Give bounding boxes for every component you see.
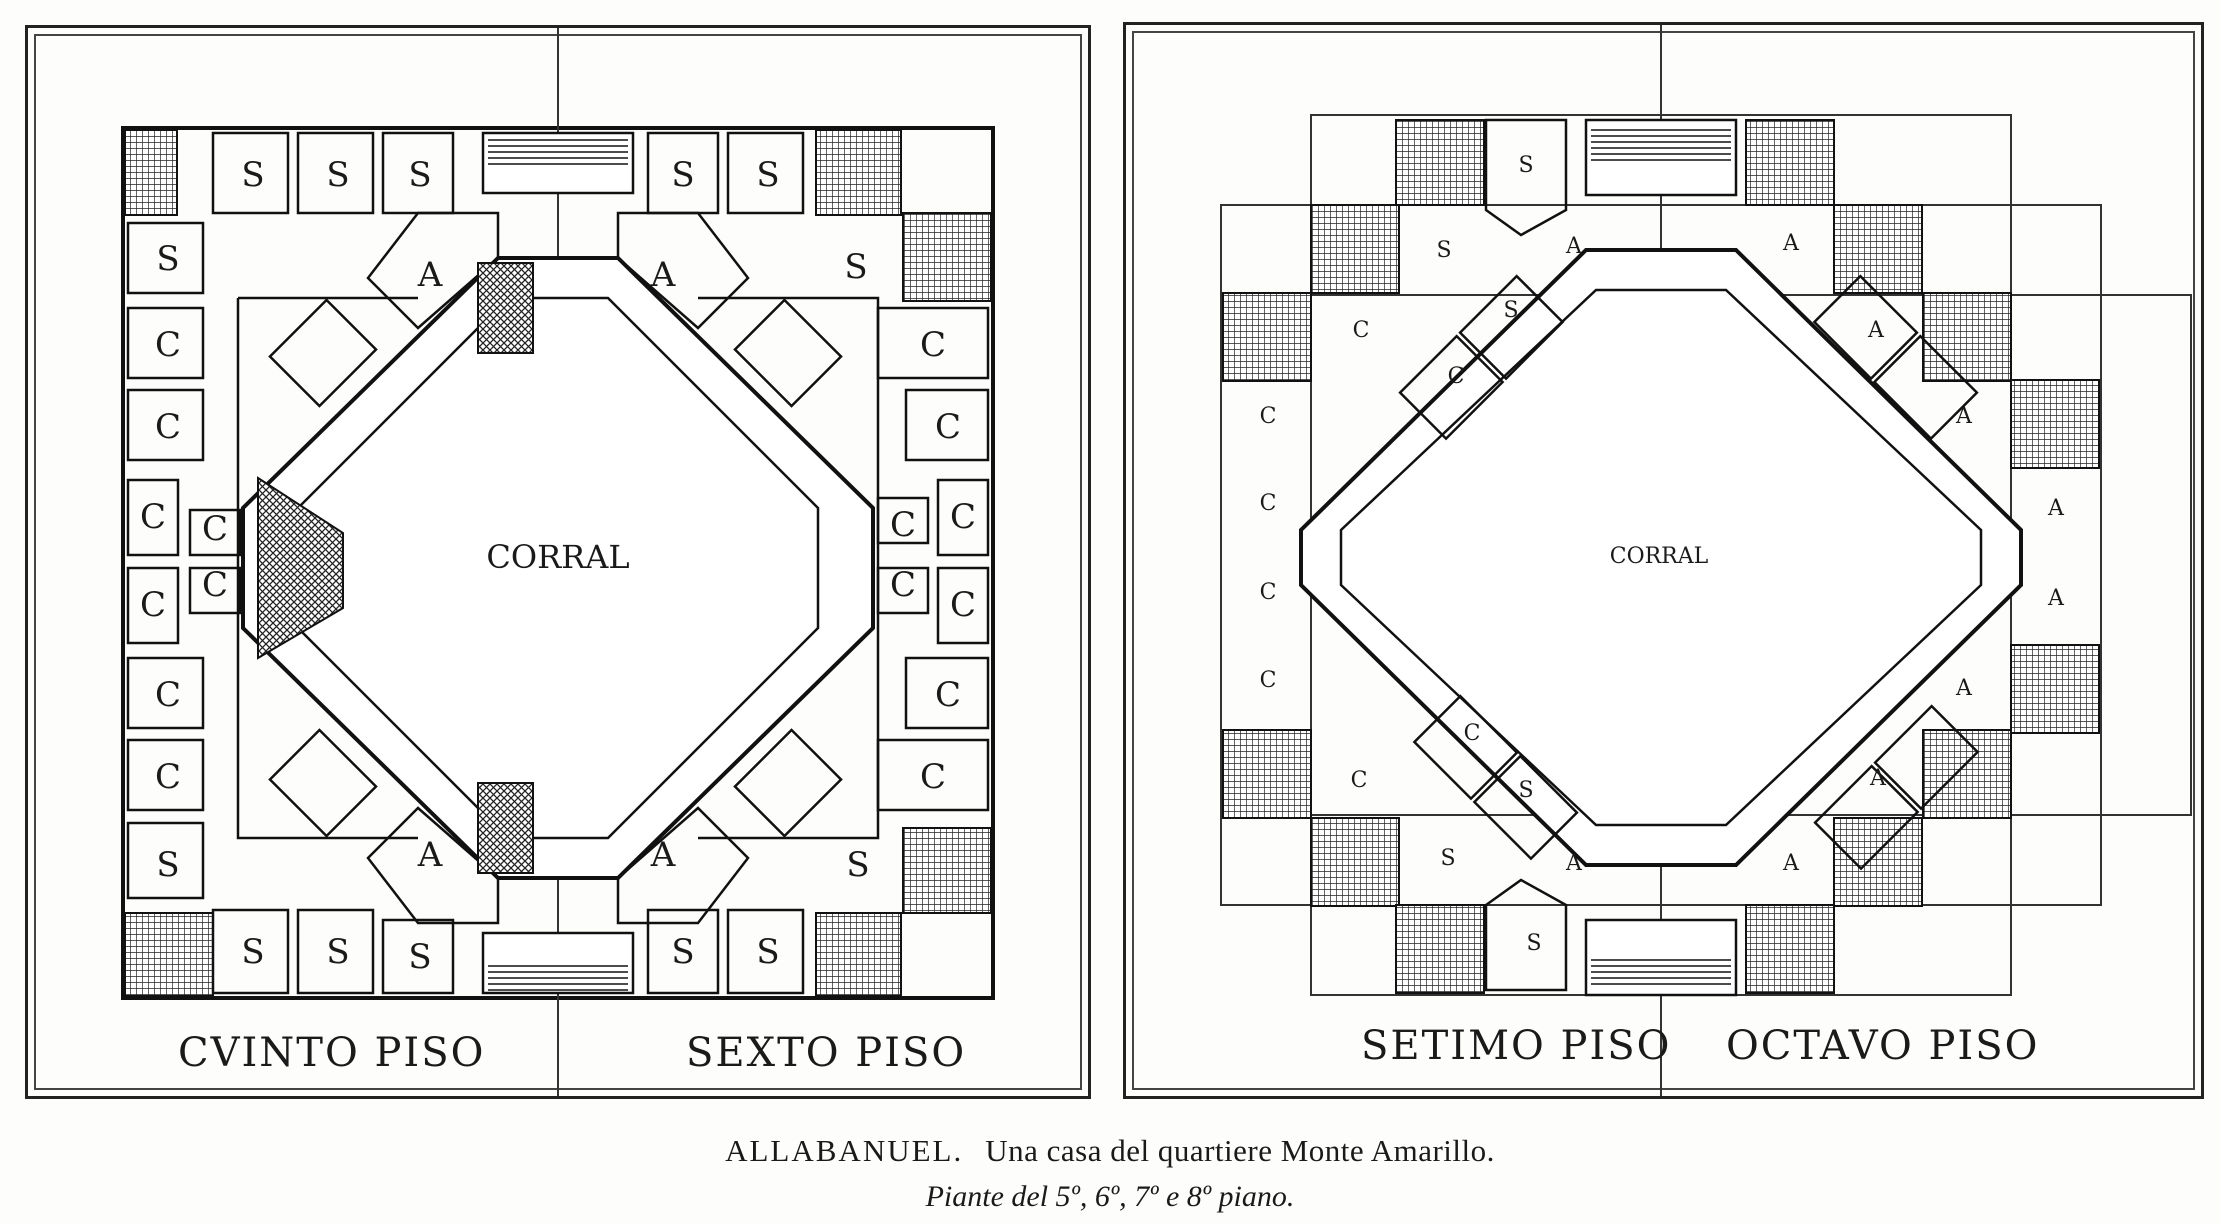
corral-label: CORRAL: [1610, 544, 1709, 569]
svg-text:S: S: [844, 247, 867, 287]
svg-text:S: S: [408, 937, 431, 977]
svg-text:C: C: [155, 325, 181, 365]
svg-text:A: A: [417, 255, 443, 295]
svg-text:C: C: [155, 675, 181, 715]
svg-text:S: S: [1436, 238, 1451, 263]
svg-text:A: A: [1782, 231, 1800, 256]
svg-text:C: C: [1464, 721, 1481, 746]
svg-text:C: C: [202, 509, 228, 549]
svg-text:A: A: [1867, 318, 1885, 343]
svg-text:S: S: [156, 239, 179, 279]
floor-label-7: SETIMO PISO: [1361, 1023, 1672, 1069]
svg-text:S: S: [1503, 298, 1518, 323]
svg-text:A: A: [1955, 676, 1973, 701]
svg-text:S: S: [846, 845, 869, 885]
svg-text:C: C: [950, 497, 976, 537]
svg-text:A: A: [417, 835, 443, 875]
svg-text:S: S: [408, 155, 431, 195]
svg-text:S: S: [671, 932, 694, 972]
caption-title: ALLABANUEL. Una casa del quartiere Monte …: [0, 1133, 2220, 1169]
svg-text:S: S: [756, 155, 779, 195]
svg-text:C: C: [890, 565, 916, 605]
svg-text:C: C: [140, 585, 166, 625]
svg-text:S: S: [671, 155, 694, 195]
floor-label-8: OCTAVO PISO: [1726, 1023, 2040, 1069]
corral-label: CORRAL: [486, 538, 629, 576]
svg-text:S: S: [241, 932, 264, 972]
svg-text:A: A: [2047, 586, 2065, 611]
svg-text:S: S: [756, 932, 779, 972]
svg-text:C: C: [140, 497, 166, 537]
svg-text:C: C: [155, 757, 181, 797]
svg-text:S: S: [1526, 931, 1541, 956]
svg-text:A: A: [2047, 496, 2065, 521]
svg-text:C: C: [1260, 404, 1277, 429]
svg-text:A: A: [650, 255, 676, 295]
svg-text:S: S: [1518, 153, 1533, 178]
floor-plan-7-8: S S S C C C C C C C S C S S A A A A A A A A A A CORRAL: [1220, 25, 2192, 1096]
svg-text:C: C: [1260, 668, 1277, 693]
svg-text:A: A: [1869, 766, 1887, 791]
svg-text:C: C: [935, 675, 961, 715]
svg-text:C: C: [920, 757, 946, 797]
svg-text:C: C: [1448, 364, 1465, 389]
svg-text:C: C: [920, 325, 946, 365]
svg-text:S: S: [1440, 846, 1455, 871]
svg-text:S: S: [156, 845, 179, 885]
room-labels: S S S C C C C C C C S C S S A A A A A A A A A A: [1260, 153, 2065, 956]
svg-text:C: C: [1351, 768, 1368, 793]
svg-text:A: A: [650, 835, 676, 875]
svg-text:S: S: [1518, 778, 1533, 803]
svg-text:C: C: [1260, 580, 1277, 605]
svg-text:C: C: [1260, 491, 1277, 516]
caption-subtitle: Piante del 5º, 6º, 7º e 8º piano.: [925, 1180, 1295, 1213]
svg-text:S: S: [241, 155, 264, 195]
floor-label-5: CVINTO PISO: [178, 1030, 486, 1076]
svg-text:C: C: [950, 585, 976, 625]
svg-text:C: C: [890, 505, 916, 545]
svg-text:A: A: [1782, 851, 1800, 876]
caption-name: ALLABANUEL.: [725, 1133, 964, 1168]
floor-label-6: SEXTO PISO: [686, 1030, 967, 1076]
svg-text:S: S: [326, 155, 349, 195]
svg-text:A: A: [1565, 851, 1583, 876]
svg-text:C: C: [202, 565, 228, 605]
svg-text:S: S: [326, 932, 349, 972]
svg-text:A: A: [1955, 404, 1973, 429]
caption-text: Una casa del quartiere Monte Amarillo.: [985, 1133, 1495, 1168]
svg-text:C: C: [1353, 318, 1370, 343]
svg-text:C: C: [935, 407, 961, 447]
svg-text:C: C: [155, 407, 181, 447]
svg-text:A: A: [1565, 234, 1583, 259]
